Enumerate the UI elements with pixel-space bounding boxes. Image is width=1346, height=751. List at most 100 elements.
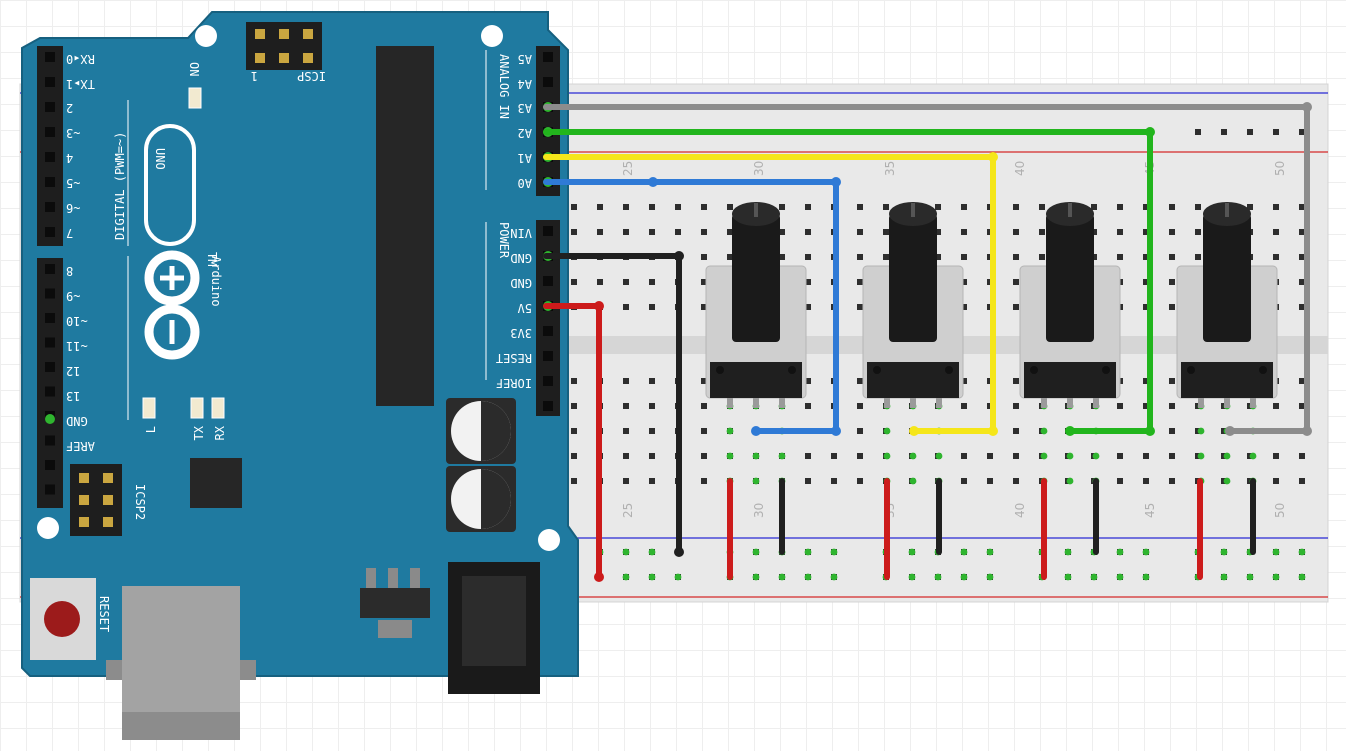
pin-label-a4: A4 <box>518 77 532 91</box>
reset-button-cap[interactable] <box>44 601 80 637</box>
header-pin-hole <box>45 484 55 495</box>
breadboard-hole <box>857 229 863 235</box>
breadboard-hole <box>649 204 655 210</box>
breadboard-hole <box>623 428 629 434</box>
breadboard-hole <box>1013 453 1019 459</box>
voltage-regulator <box>360 568 430 638</box>
power-header <box>536 220 560 416</box>
wire-joint <box>674 547 684 557</box>
breadboard-hole <box>857 478 863 484</box>
connected-hole <box>986 548 994 556</box>
analog-pin-labels: A5 A4 A3 A2 A1 A0 <box>518 52 532 190</box>
breadboard-hole <box>649 378 655 384</box>
power-jack <box>448 562 540 694</box>
breadboard-hole <box>623 403 629 409</box>
breadboard-hole <box>701 453 707 459</box>
breadboard-hole <box>805 204 811 210</box>
capacitor-2 <box>446 466 516 532</box>
breadboard-hole <box>675 204 681 210</box>
breadboard-hole <box>1013 279 1019 285</box>
pin-label-aref: AREF <box>66 439 95 453</box>
header-pin-hole <box>543 351 553 361</box>
header-pin-hole <box>45 435 55 446</box>
potentiometer-base <box>1181 362 1273 398</box>
connected-hole <box>934 573 942 581</box>
breadboard-hole <box>857 304 863 310</box>
breadboard-hole <box>1221 129 1227 135</box>
breadboard-hole <box>623 279 629 285</box>
breadboard-hole <box>779 229 785 235</box>
regulator-leg-1 <box>366 568 376 590</box>
potentiometer-knob-slot <box>1068 203 1072 217</box>
breadboard-hole <box>649 304 655 310</box>
breadboard-hole <box>1169 378 1175 384</box>
icsp-pin <box>279 29 289 39</box>
breadboard-hole <box>805 403 811 409</box>
potentiometer-leg <box>727 398 733 408</box>
wire-a3-gray[interactable] <box>543 104 1310 434</box>
breadboard-hole <box>1039 254 1045 260</box>
column-number-35-top: 35 <box>883 161 897 176</box>
breadboard-hole <box>1013 254 1019 260</box>
breadboard-hole <box>935 204 941 210</box>
connected-hole <box>1298 548 1306 556</box>
pin-label-a1: A1 <box>518 151 532 165</box>
arduino-brand-text: Arduino <box>209 256 223 307</box>
breadboard-hole <box>701 254 707 260</box>
wire-joint <box>1225 426 1235 436</box>
header-pin-hole <box>45 460 55 470</box>
breadboard-hole <box>883 254 889 260</box>
pin-label-d6: ~6 <box>66 201 80 215</box>
breadboard-hole <box>597 204 603 210</box>
connected-hole <box>1272 548 1280 556</box>
header-pin-hole <box>45 177 55 187</box>
breadboard-hole <box>779 254 785 260</box>
breadboard-hole <box>857 204 863 210</box>
rx-led-label: RX <box>213 425 227 440</box>
icsp2-pin <box>79 495 89 505</box>
connected-hole <box>648 573 656 581</box>
on-led-label: ON <box>187 62 201 76</box>
pin-label-d9: ~9 <box>66 289 80 303</box>
wire-joint <box>988 152 998 162</box>
pin-label-d4: 4 <box>66 151 73 165</box>
header-pin-hole <box>45 152 55 162</box>
digital-pin-labels-top: RX◂0 TX▸1 2 ~3 4 ~5 ~6 7 <box>66 52 95 240</box>
icsp-pin1-label: 1 <box>251 69 258 83</box>
reset-button[interactable] <box>30 578 96 660</box>
power-jack-opening <box>462 576 526 666</box>
analog-section-label: ANALOG IN <box>497 54 511 119</box>
connected-hole <box>960 573 968 581</box>
header-pin-hole <box>45 227 55 237</box>
breadboard-hole <box>701 279 707 285</box>
regulator-leg-2 <box>388 568 398 590</box>
wire-a0-blue[interactable] <box>543 179 839 434</box>
arduino-logo-ring-plus <box>144 250 200 306</box>
potentiometer-base <box>1024 362 1116 398</box>
potentiometer-shaft <box>1046 214 1094 342</box>
connected-hole <box>830 548 838 556</box>
icsp2-pins <box>79 473 113 527</box>
potentiometer-base <box>867 362 959 398</box>
breadboard-hole <box>623 453 629 459</box>
digital-header-top <box>37 46 63 246</box>
connected-hole <box>1040 427 1048 435</box>
arduino-logo-plus-sign <box>160 266 184 290</box>
wire-a1-yellow[interactable] <box>543 154 996 434</box>
connected-hole <box>883 452 891 460</box>
breadboard-hole <box>571 478 577 484</box>
pin-label-a2: A2 <box>518 126 532 140</box>
regulator-leg-3 <box>410 568 420 590</box>
connected-hole <box>752 573 760 581</box>
breadboard-hole <box>701 478 707 484</box>
column-number-25-bottom: 25 <box>621 503 635 518</box>
connected-hole <box>883 427 891 435</box>
header-pin-hole <box>543 326 553 336</box>
breadboard-hole <box>1195 129 1201 135</box>
breadboard-hole <box>649 279 655 285</box>
wire-joint <box>1302 426 1312 436</box>
breadboard-hole <box>961 378 967 384</box>
breadboard-hole <box>1169 304 1175 310</box>
wire-a2-green[interactable] <box>543 129 1153 434</box>
breadboard-hole <box>1299 229 1305 235</box>
